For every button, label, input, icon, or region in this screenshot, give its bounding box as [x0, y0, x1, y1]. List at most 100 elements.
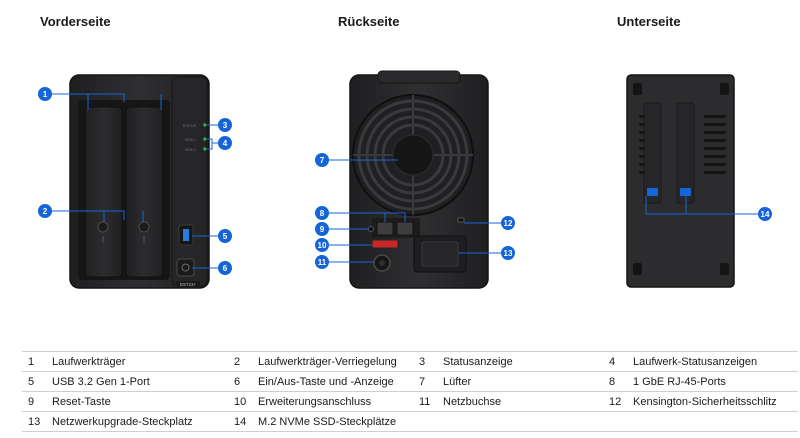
- power-button: [176, 258, 195, 277]
- legend-number: 7: [413, 371, 443, 392]
- legend-number: 8: [603, 371, 633, 392]
- callout-badge-5: 5: [218, 229, 232, 243]
- rubber-foot-1: [633, 83, 642, 95]
- legend-label: 1 GbE RJ-45-Ports: [633, 371, 798, 392]
- legend-label: Laufwerkträger: [52, 351, 228, 372]
- svg-text:9: 9: [320, 225, 325, 234]
- legend-label: [633, 411, 798, 432]
- bottom-vents-right: [704, 115, 726, 174]
- legend-number: 1: [22, 351, 52, 372]
- legend-number: 3: [413, 351, 443, 372]
- callout-badge-9: 9: [315, 222, 329, 236]
- callout-badge-7: 7: [315, 153, 329, 167]
- legend-label: Laufwerkträger-Verriegelung: [258, 351, 413, 372]
- callout-badges: 1 2 3 4 5 6 7 8 9 10 11 12 13 14: [38, 87, 772, 275]
- legend-label: Laufwerk-Statusanzeigen: [633, 351, 798, 372]
- legend-number: [603, 411, 633, 432]
- svg-text:4: 4: [223, 139, 228, 148]
- front-view: STATUS DISK 1 DISK 2 DS723+: [69, 74, 210, 289]
- legend-row: 13 Netzwerkupgrade-Steckplatz 14 M.2 NVM…: [22, 411, 798, 432]
- front-side-panel: [171, 76, 208, 287]
- svg-text:6: 6: [223, 264, 228, 273]
- usb-port: [183, 229, 189, 241]
- svg-text:2: 2: [43, 207, 48, 216]
- callout-badge-1: 1: [38, 87, 52, 101]
- legend-label: Kensington-Sicherheitsschlitz: [633, 391, 798, 412]
- fan: [352, 94, 474, 216]
- front-view-heading: Vorderseite: [40, 14, 111, 29]
- bottom-view-heading: Unterseite: [617, 14, 681, 29]
- legend-row: 9 Reset-Taste 10 Erweiterungsanschluss 1…: [22, 391, 798, 412]
- legend-row: 5 USB 3.2 Gen 1-Port 6 Ein/Aus-Taste und…: [22, 371, 798, 392]
- legend-label: Netzwerkupgrade-Steckplatz: [52, 411, 228, 432]
- svg-text:11: 11: [318, 258, 327, 267]
- legend-label: Ein/Aus-Taste und -Anzeige: [258, 371, 413, 392]
- svg-text:7: 7: [320, 156, 325, 165]
- svg-text:12: 12: [504, 219, 513, 228]
- legend-label: Reset-Taste: [52, 391, 228, 412]
- rubber-foot-3: [633, 263, 642, 275]
- back-top-handle: [377, 70, 461, 84]
- svg-text:8: 8: [320, 209, 325, 218]
- callout-badge-4: 4: [218, 136, 232, 150]
- callout-badge-2: 2: [38, 204, 52, 218]
- legend-number: 10: [228, 391, 258, 412]
- component-legend-table: 1 Laufwerkträger 2 Laufwerkträger-Verrie…: [22, 351, 798, 432]
- drive-tray-2: [125, 106, 164, 278]
- rubber-foot-2: [720, 83, 729, 95]
- drive-led-label-2: DISK 2: [185, 148, 196, 152]
- power-socket-pin: [379, 260, 385, 266]
- drive-tray-1: [84, 106, 123, 278]
- power-icon: [181, 263, 190, 272]
- svg-text:14: 14: [761, 210, 770, 219]
- status-led-label: STATUS: [183, 124, 197, 128]
- callout-badge-10: 10: [315, 238, 329, 252]
- legend-number: 2: [228, 351, 258, 372]
- callout-badge-11: 11: [315, 255, 329, 269]
- legend-label: Lüfter: [443, 371, 603, 392]
- legend-number: 12: [603, 391, 633, 412]
- expansion-port: [371, 239, 399, 249]
- svg-text:3: 3: [223, 121, 228, 130]
- bottom-view: [626, 74, 735, 288]
- model-label: DS723+: [180, 282, 197, 287]
- m2-slot-1: [647, 188, 658, 196]
- svg-text:13: 13: [504, 249, 513, 258]
- svg-text:5: 5: [223, 232, 228, 241]
- callout-badge-3: 3: [218, 118, 232, 132]
- legend-row: 1 Laufwerkträger 2 Laufwerkträger-Verrie…: [22, 351, 798, 372]
- callout-badge-13: 13: [501, 246, 515, 260]
- m2-cover-1: [643, 102, 662, 204]
- tray-latch-1: [97, 221, 109, 233]
- rj45-port-2: [396, 221, 414, 236]
- legend-label: M.2 NVMe SSD-Steckplätze: [258, 411, 413, 432]
- legend-label: Netzbuchse: [443, 391, 603, 412]
- legend-label: Erweiterungsanschluss: [258, 391, 413, 412]
- reset-button: [368, 226, 374, 232]
- network-upgrade-cover: [421, 241, 459, 267]
- legend-number: [413, 411, 443, 432]
- legend-number: 5: [22, 371, 52, 392]
- drive-led-label-1: DISK 1: [185, 138, 196, 142]
- legend-number: 14: [228, 411, 258, 432]
- legend-label: USB 3.2 Gen 1-Port: [52, 371, 228, 392]
- callout-badge-6: 6: [218, 261, 232, 275]
- m2-slot-2: [680, 188, 691, 196]
- callout-badge-14: 14: [758, 207, 772, 221]
- back-view: [349, 70, 489, 289]
- rj45-port-1: [376, 221, 394, 236]
- callout-badge-8: 8: [315, 206, 329, 220]
- legend-number: 6: [228, 371, 258, 392]
- legend-number: 9: [22, 391, 52, 412]
- legend-number: 13: [22, 411, 52, 432]
- callout-badge-12: 12: [501, 216, 515, 230]
- svg-text:10: 10: [318, 241, 327, 250]
- legend-label: Statusanzeige: [443, 351, 603, 372]
- rubber-foot-4: [720, 263, 729, 275]
- kensington-slot: [457, 217, 465, 223]
- back-view-heading: Rückseite: [338, 14, 400, 29]
- tray-latch-2: [138, 221, 150, 233]
- legend-label: [443, 411, 603, 432]
- nas-hardware-diagram: STATUS DISK 1 DISK 2 DS723+: [38, 70, 772, 289]
- svg-text:1: 1: [43, 90, 48, 99]
